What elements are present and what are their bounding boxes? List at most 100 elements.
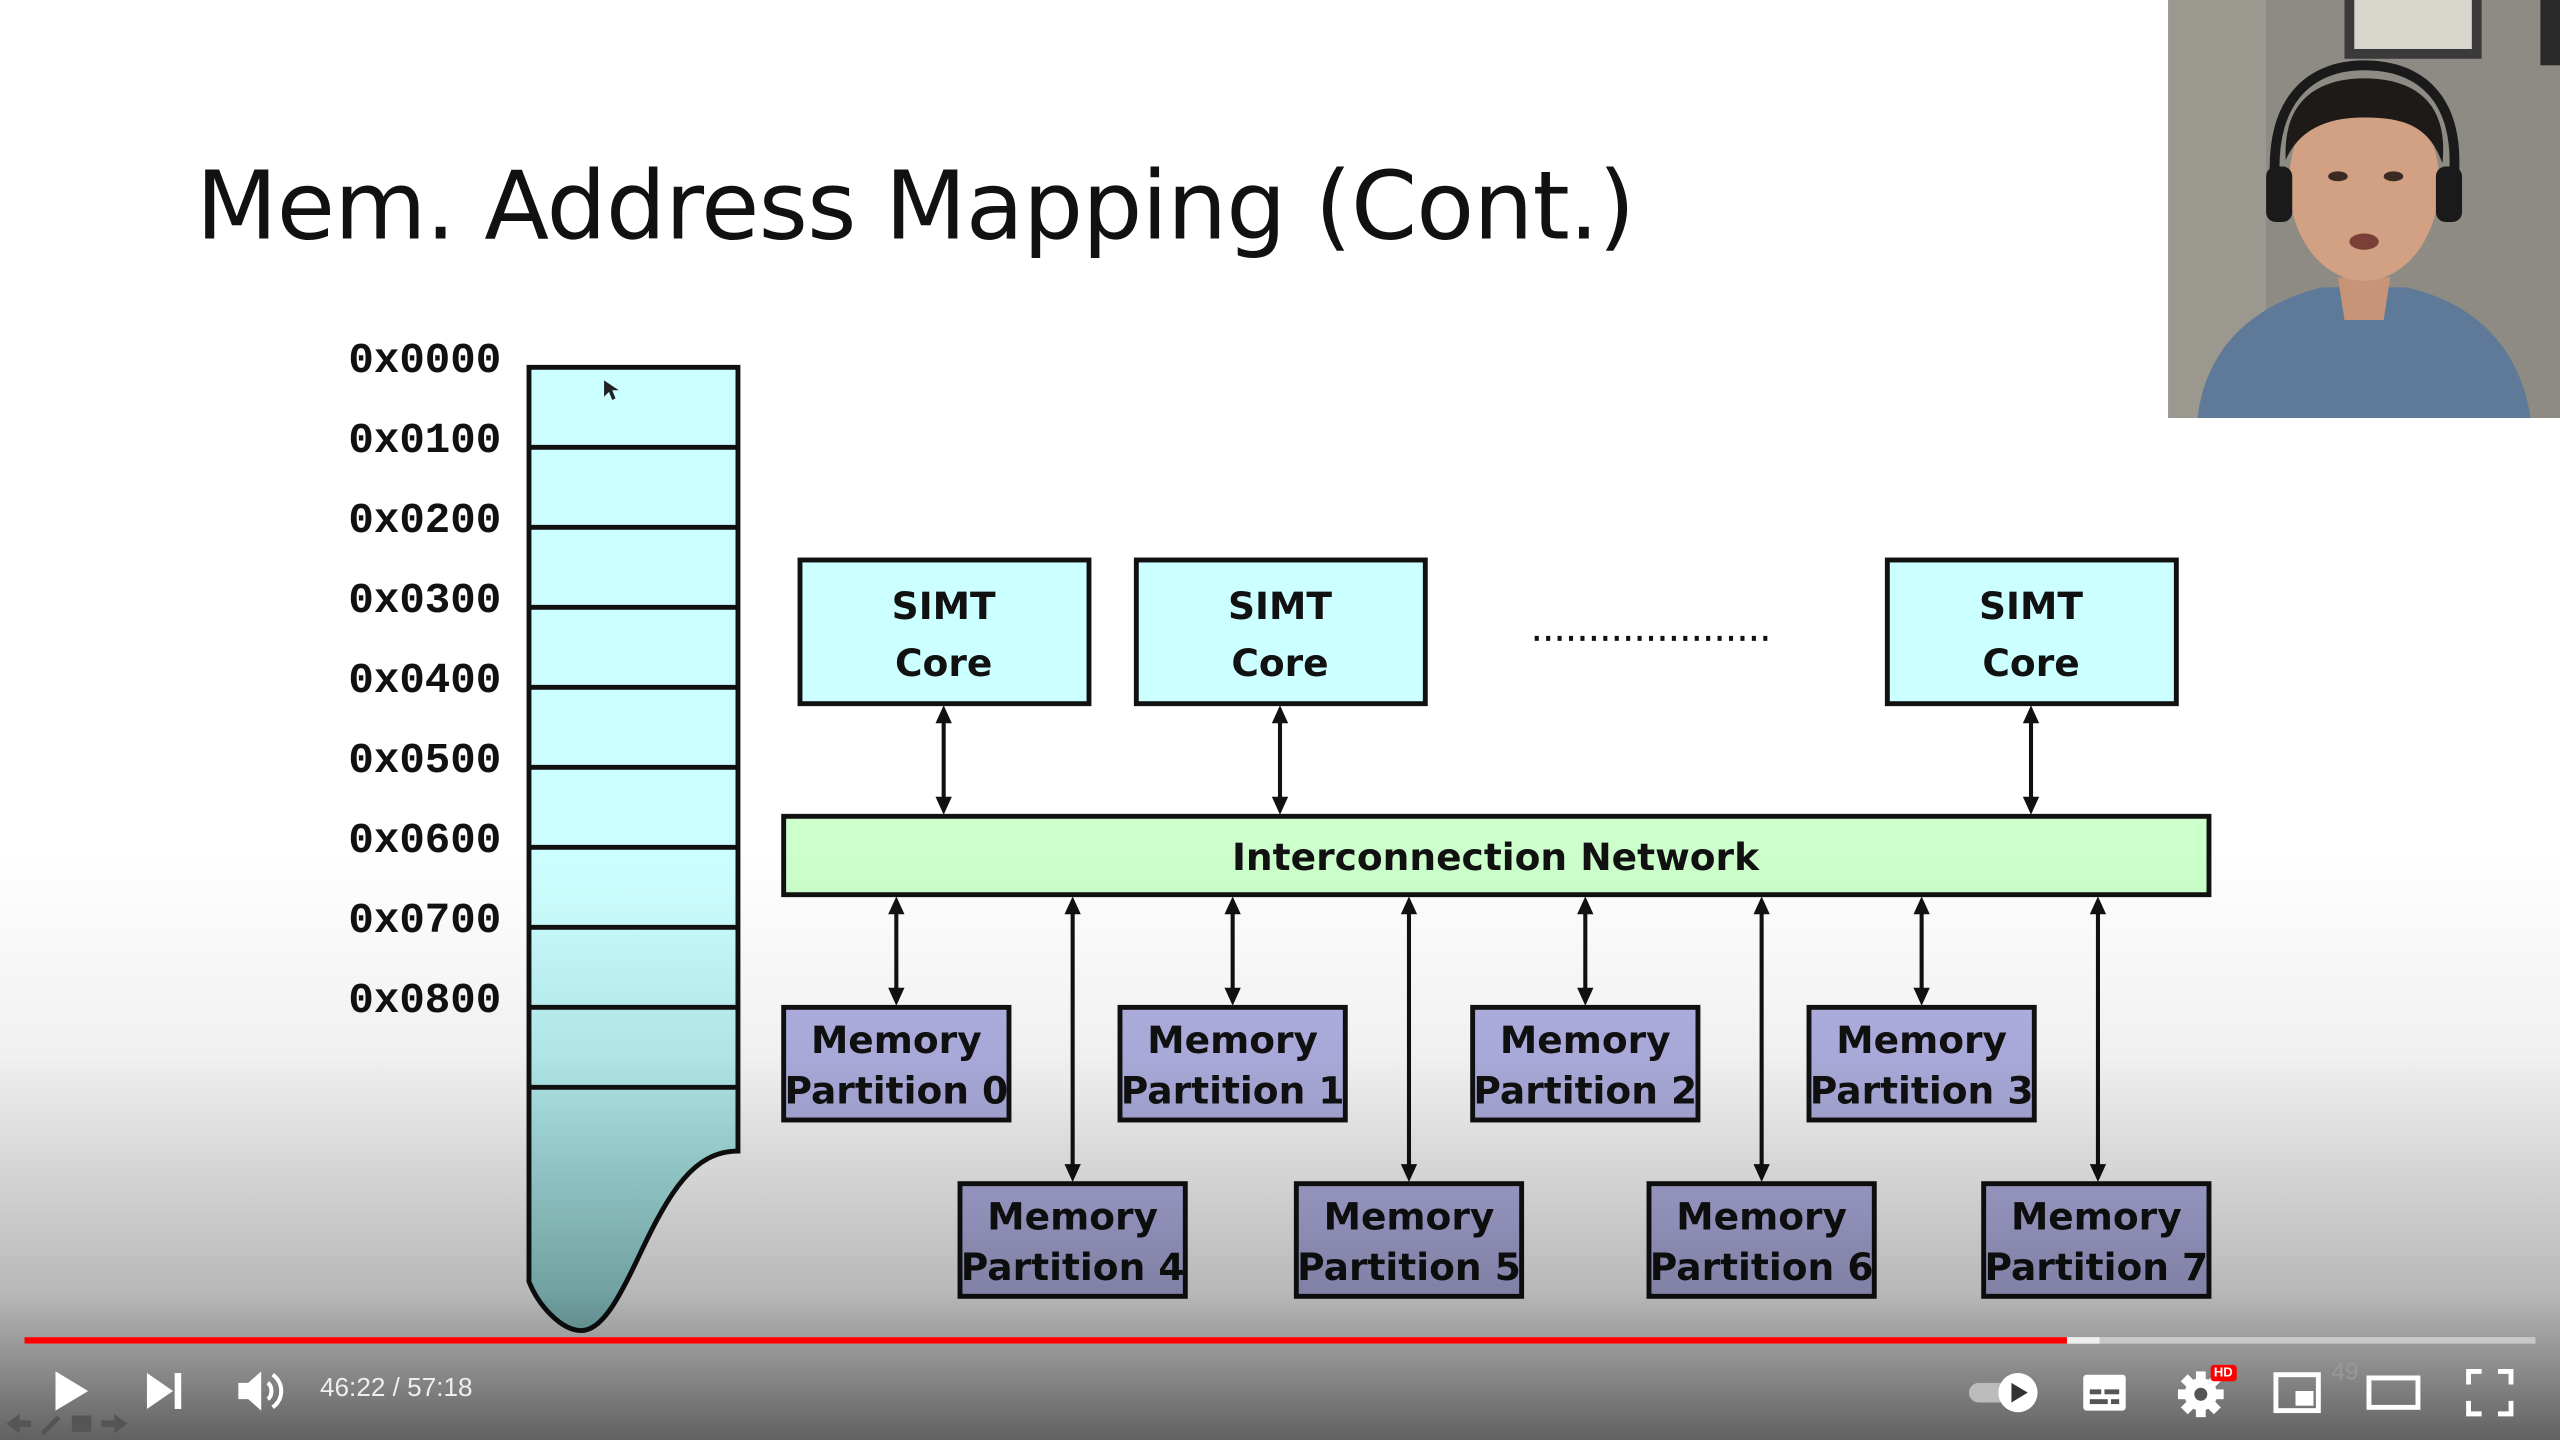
- arrowhead: [935, 796, 952, 815]
- volume-button[interactable]: [232, 1365, 288, 1417]
- address-label: 0x0000: [348, 337, 501, 385]
- memory-partition-label: Memory: [1836, 1018, 2007, 1062]
- memory-partition: Memory Partition 0: [781, 1004, 1012, 1123]
- arrowhead: [1224, 987, 1241, 1006]
- theater-icon: [2366, 1375, 2421, 1410]
- progress-bar[interactable]: [24, 1337, 2536, 1344]
- presenter-shirt: [2197, 287, 2531, 418]
- address-label: 0x0800: [348, 977, 501, 1025]
- simt-core-label: SIMT: [1228, 584, 1332, 628]
- volume-icon: [238, 1371, 284, 1411]
- memory-partition-label: Memory: [1147, 1018, 1318, 1062]
- memory-partition: Memory Partition 6: [1646, 1181, 1877, 1299]
- arrowhead: [935, 705, 952, 724]
- simt-core: SIMT Core: [797, 557, 1092, 707]
- arrowhead: [1577, 896, 1594, 915]
- memory-partition: Memory Partition 5: [1293, 1181, 1525, 1299]
- memory-column: [526, 364, 741, 1334]
- memory-partition-label: Partition 2: [1473, 1069, 1697, 1113]
- arrowhead: [1577, 987, 1594, 1006]
- core-arrows: [941, 719, 2034, 800]
- simt-core-label: SIMT: [1979, 584, 2083, 628]
- memory-partition-label: Memory: [811, 1018, 982, 1062]
- fullscreen-icon: [2466, 1368, 2514, 1417]
- arrowhead: [2089, 896, 2107, 915]
- memory-partition-label: Partition 5: [1297, 1245, 1521, 1289]
- arrowhead: [2022, 705, 2040, 724]
- simt-core: SIMT Core: [1133, 557, 1428, 707]
- arrowhead: [1913, 896, 1930, 915]
- address-label: 0x0100: [348, 417, 501, 465]
- simt-core-label: Core: [1231, 641, 1328, 685]
- wall-frame-certificate: [2354, 0, 2472, 49]
- arrowhead: [1224, 896, 1241, 915]
- memory-partition: Memory Partition 2: [1470, 1004, 1701, 1123]
- duration: 57:18: [407, 1374, 473, 1403]
- simt-core-box: [797, 557, 1092, 707]
- miniplayer-icon: [2273, 1372, 2321, 1414]
- miniplayer-button[interactable]: [2269, 1368, 2325, 1417]
- play-button[interactable]: [46, 1365, 95, 1417]
- settings-button[interactable]: HD: [2175, 1364, 2237, 1421]
- arrowhead: [888, 896, 905, 915]
- memory-partition: Memory Partition 1: [1117, 1004, 1348, 1123]
- memory-partition-label: Memory: [2011, 1194, 2182, 1238]
- arrowhead: [1271, 705, 1289, 724]
- arrowhead: [1400, 896, 1418, 915]
- simt-core-label: Core: [895, 641, 992, 685]
- memory-partition-label: Memory: [1676, 1194, 1847, 1238]
- simt-core: SIMT Core: [1884, 557, 2179, 707]
- next-icon: [146, 1373, 182, 1409]
- slide-title: Mem. Address Mapping (Cont.): [195, 150, 1635, 262]
- address-labels: 0x0000 0x0100 0x0200 0x0300 0x0400 0x050…: [348, 337, 501, 1025]
- address-label: 0x0700: [348, 897, 501, 945]
- time-separator: /: [385, 1374, 408, 1403]
- interconnection-network-label: Interconnection Network: [1232, 835, 1760, 879]
- arrowhead: [1753, 896, 1770, 915]
- arrowhead: [1064, 896, 1081, 915]
- memory-partition: Memory Partition 4: [957, 1181, 1188, 1299]
- address-label: 0x0200: [348, 497, 501, 545]
- subtitles-button[interactable]: [2077, 1368, 2133, 1417]
- memory-partition: Memory Partition 3: [1806, 1004, 2037, 1123]
- arrowhead: [1400, 1164, 1418, 1183]
- memory-partition-label: Memory: [1324, 1194, 1495, 1238]
- interconnection-network: Interconnection Network: [781, 813, 2212, 898]
- memory-partition-label: Partition 7: [1984, 1245, 2208, 1289]
- presenter-hair: [2285, 78, 2444, 164]
- time-display: 46:22 / 57:18: [320, 1375, 473, 1404]
- simt-core-box: [1133, 557, 1428, 707]
- presenter-face: [2288, 84, 2440, 281]
- fullscreen-button[interactable]: [2462, 1365, 2518, 1421]
- presenter-webcam: [2168, 0, 2560, 418]
- annotation-tools-icon: [6, 1413, 128, 1436]
- annotation-toolbar: [3, 1411, 130, 1437]
- address-label: 0x0300: [348, 577, 501, 625]
- next-button[interactable]: [140, 1365, 189, 1417]
- autoplay-toggle[interactable]: [1966, 1368, 2041, 1417]
- theater-mode-button[interactable]: [2364, 1368, 2423, 1417]
- subtitles-icon: [2083, 1374, 2126, 1411]
- address-label: 0x0500: [348, 737, 501, 785]
- settings-icon: [2177, 1371, 2224, 1418]
- arrowhead: [1271, 796, 1289, 815]
- autoplay-toggle-icon: [1968, 1373, 2038, 1413]
- overlay-number: 49: [2331, 1358, 2359, 1387]
- memory-partition-label: Partition 4: [961, 1245, 1185, 1289]
- headphones-icon: [2269, 60, 2460, 194]
- memory-partition-label: Partition 0: [784, 1069, 1008, 1113]
- progress-played: [24, 1337, 2068, 1344]
- player-controls: 46:22 / 57:18: [0, 1306, 2560, 1440]
- simt-core-box: [1884, 557, 2179, 707]
- arrowhead: [2022, 796, 2040, 815]
- memory-partition-label: Partition 6: [1650, 1245, 1874, 1289]
- arrowhead: [888, 987, 905, 1006]
- play-icon: [55, 1371, 89, 1411]
- presenter-image: [2168, 0, 2560, 418]
- address-label: 0x0400: [348, 657, 501, 705]
- address-label: 0x0600: [348, 817, 501, 865]
- simt-core-label: Core: [1982, 641, 2079, 685]
